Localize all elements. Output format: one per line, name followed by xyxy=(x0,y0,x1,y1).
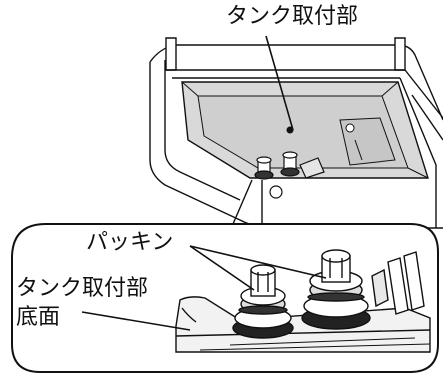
packing-label: パッキン xyxy=(86,230,174,256)
tank-mount-recess xyxy=(181,81,429,179)
upper-valve-posts xyxy=(254,151,325,199)
appliance-body xyxy=(149,37,443,229)
packing-leader-lines xyxy=(189,245,327,291)
tank-mount-bottom-label-line1: タンク取付部 xyxy=(16,276,149,302)
tank-mount-leader-line xyxy=(265,35,294,131)
tank-mount-bottom-label-line2: 底面 xyxy=(16,305,61,331)
tank-mount-label: タンク取付部 xyxy=(226,4,359,29)
left-valve-with-packing xyxy=(232,264,294,339)
inset-base xyxy=(175,251,431,353)
zoom-connector xyxy=(232,179,263,225)
right-valve-with-packing xyxy=(301,249,371,330)
tank-mount-bottom-leader-line xyxy=(81,311,191,331)
